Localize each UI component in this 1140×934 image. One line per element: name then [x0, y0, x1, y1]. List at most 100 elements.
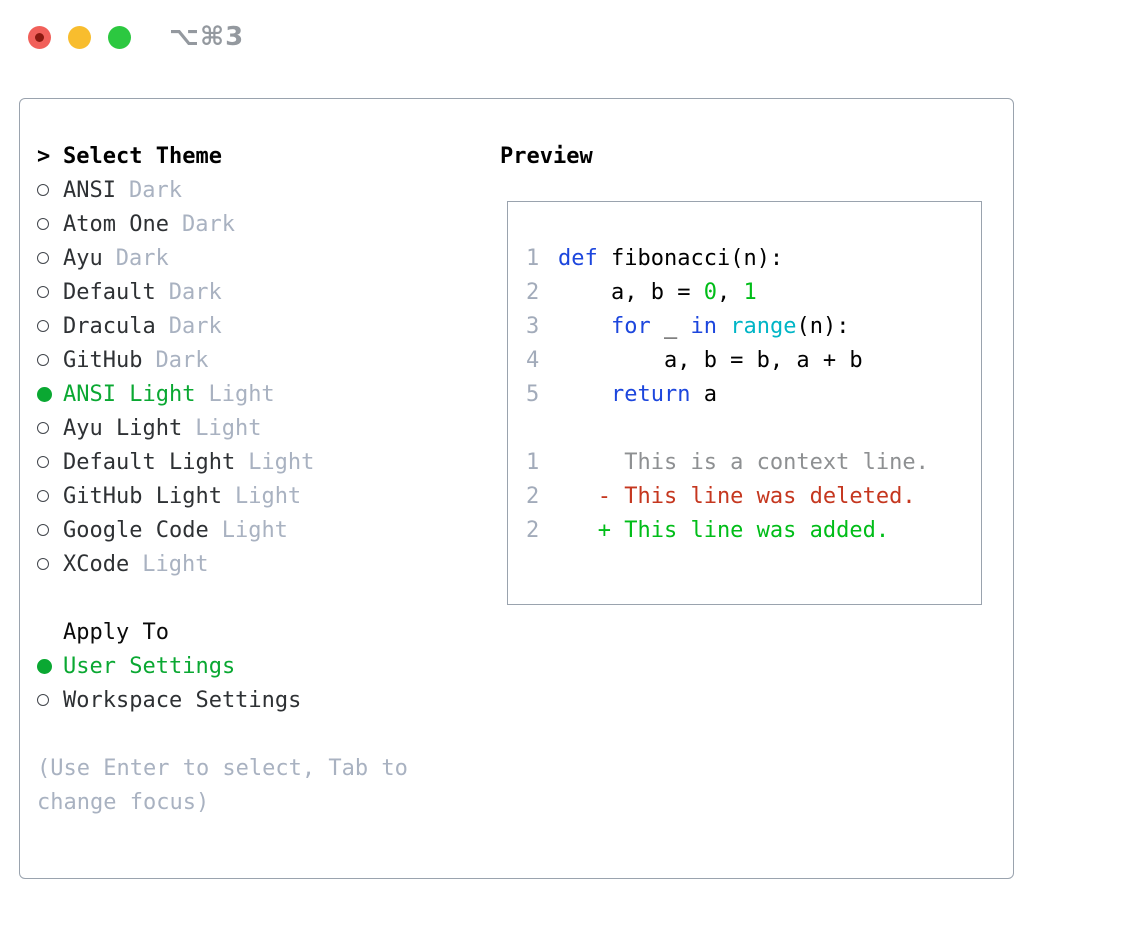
- code-segment-number: 1: [743, 279, 757, 305]
- line-number: 1: [526, 245, 540, 271]
- radio-unselected-icon: [37, 252, 63, 264]
- code-segment-code: a, b =: [558, 279, 704, 305]
- prompt-icon: >: [37, 143, 51, 169]
- radio-unselected-icon: [37, 354, 63, 366]
- theme-variant-tag: Dark: [168, 313, 222, 339]
- line-number: 2: [526, 517, 540, 543]
- code-segment-context: This is a context line.: [558, 449, 929, 475]
- code-segment-code: _: [650, 313, 691, 339]
- code-segment-deleted: - This line was deleted.: [558, 483, 916, 509]
- theme-option[interactable]: ANSI Dark: [37, 173, 314, 207]
- radio-unselected-icon: [37, 286, 63, 298]
- minimize-button[interactable]: [68, 25, 91, 49]
- hint-text-line: change focus): [37, 789, 210, 815]
- code-segment-keyword: def: [558, 245, 598, 271]
- hint-text-line: (Use Enter to select, Tab to: [37, 755, 408, 781]
- hint-text: (Use Enter to select, Tab to change focu…: [37, 751, 408, 819]
- theme-option[interactable]: ANSI Light Light: [37, 377, 314, 411]
- apply-option[interactable]: Workspace Settings: [37, 683, 301, 717]
- apply-option[interactable]: User Settings: [37, 649, 301, 683]
- theme-variant-tag: Light: [234, 483, 302, 509]
- theme-variant-tag: Light: [208, 381, 275, 407]
- code-line: 3 for _ in range(n):: [526, 309, 981, 343]
- theme-option[interactable]: Ayu Light Light: [37, 411, 314, 445]
- code-segment-code: (n):: [796, 313, 850, 339]
- theme-option-label: Default: [63, 279, 156, 305]
- line-number: 1: [526, 449, 540, 475]
- line-number: 2: [526, 279, 540, 305]
- apply-to-heading-row: Apply To: [37, 615, 301, 649]
- theme-option-label: Ayu Light: [63, 415, 183, 441]
- preview-heading: Preview: [500, 143, 593, 169]
- titlebar: ⌥⌘3: [28, 22, 245, 52]
- theme-variant-tag: Light: [221, 517, 288, 543]
- theme-option-label: ANSI: [63, 177, 116, 203]
- radio-unselected-icon: [37, 320, 63, 332]
- radio-unselected-icon: [37, 558, 63, 570]
- radio-unselected-icon: [37, 218, 63, 230]
- code-segment-keyword: in: [690, 313, 717, 339]
- theme-option-label: Atom One: [63, 211, 169, 237]
- line-number: 2: [526, 483, 540, 509]
- theme-option[interactable]: Default Light Light: [37, 445, 314, 479]
- radio-unselected-icon: [37, 184, 63, 196]
- code-segment-keyword: for: [610, 313, 651, 339]
- code-segment-keyword: return: [610, 381, 691, 407]
- theme-option-label: GitHub: [63, 347, 143, 373]
- apply-option-label: User Settings: [63, 653, 236, 679]
- code-segment-added: + This line was added.: [558, 517, 890, 543]
- code-line: 2 a, b = 0, 1: [526, 275, 981, 309]
- theme-option-label: Google Code: [63, 517, 209, 543]
- theme-option-label: Ayu: [63, 245, 103, 271]
- radio-unselected-icon: [37, 456, 63, 468]
- theme-option[interactable]: GitHub Light Light: [37, 479, 314, 513]
- theme-variant-tag: Dark: [155, 347, 209, 373]
- line-number: 3: [526, 313, 540, 339]
- apply-option-label: Workspace Settings: [63, 687, 302, 713]
- close-button[interactable]: [28, 25, 51, 49]
- code-line: 1 This is a context line.: [526, 445, 981, 479]
- radio-unselected-icon: [37, 524, 63, 536]
- theme-option[interactable]: Dracula Dark: [37, 309, 314, 343]
- code-segment-code: a, b = b, a + b: [558, 347, 863, 373]
- theme-option-label: ANSI Light: [63, 381, 196, 407]
- radio-selected-icon: [37, 658, 63, 674]
- theme-variant-tag: Dark: [128, 177, 182, 203]
- line-number: 4: [526, 347, 540, 373]
- line-number: 5: [526, 381, 540, 407]
- code-segment-code: fibonacci(n):: [597, 245, 784, 271]
- theme-option-label: Default Light: [63, 449, 236, 475]
- theme-option[interactable]: GitHub Dark: [37, 343, 314, 377]
- code-line: 1 def fibonacci(n):: [526, 241, 981, 275]
- theme-option-label: GitHub Light: [63, 483, 222, 509]
- zoom-button[interactable]: [108, 25, 131, 49]
- code-segment-code: a: [690, 381, 717, 407]
- code-line: 5 return a: [526, 377, 981, 411]
- radio-selected-icon: [37, 386, 63, 402]
- code-segment-builtin: range: [730, 313, 797, 339]
- theme-selector-heading: Select Theme: [63, 143, 222, 169]
- code-segment-number: 0: [703, 279, 717, 305]
- theme-variant-tag: Light: [195, 415, 262, 441]
- apply-to-heading: Apply To: [63, 619, 169, 645]
- window-title-shortcut: ⌥⌘3: [169, 22, 245, 52]
- code-line: [526, 411, 981, 445]
- theme-selector-heading-row: > Select Theme: [37, 139, 314, 173]
- code-segment-code: [558, 314, 611, 339]
- theme-option-label: XCode: [63, 551, 130, 577]
- theme-option-label: Dracula: [63, 313, 156, 339]
- code-segment-code: ,: [716, 279, 744, 305]
- theme-option[interactable]: Google Code Light: [37, 513, 314, 547]
- theme-variant-tag: Light: [248, 449, 315, 475]
